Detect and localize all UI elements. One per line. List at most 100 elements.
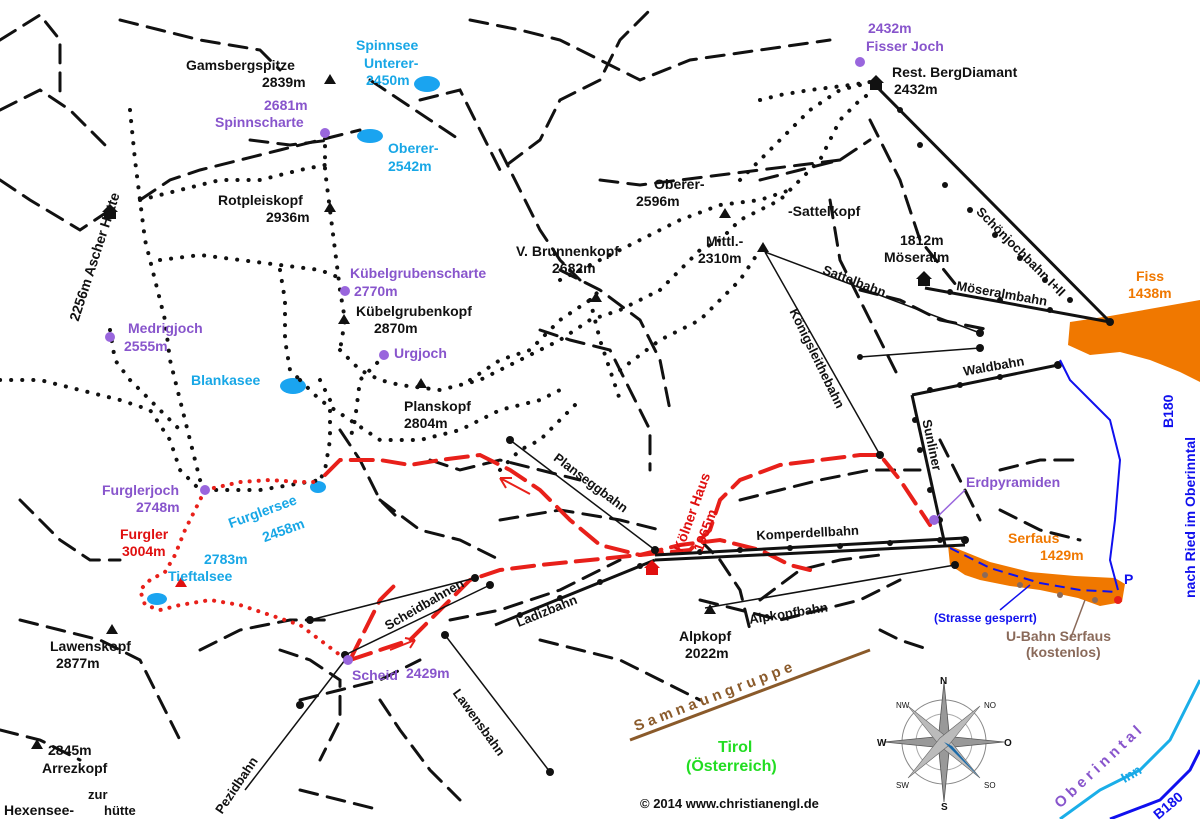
road-label-b180-vertical: B180 [1160,394,1176,428]
town-label-fiss: Fiss [1136,268,1165,284]
lake-elev-tieftalsee: 2783m [204,551,248,567]
waypoint-icon [343,655,353,665]
peak-elev-lawenskopf: 2877m [56,655,100,671]
dashed-trails [0,8,1082,812]
ubahn-note: (kostenlos) [1026,644,1101,660]
region-country: (Österreich) [686,758,777,775]
lake-label-oberer: Oberer- [388,140,439,156]
region-state: Tirol [718,739,753,756]
waypoint-icon [340,286,350,296]
compass-s: S [941,802,948,813]
peak-label-lawenskopf: Lawenskopf [50,638,131,654]
peak-icon [324,202,336,212]
label-hexensee: Hexensee- [4,802,75,818]
waypoint-elev-medrigjoch: 2555m [124,338,168,354]
peak-icon [719,208,731,218]
peak-elev-oberer-sattelkopf: 2596m [636,193,680,209]
lake-label-blankasee: Blankasee [191,372,261,388]
parking-label: P [1124,571,1134,587]
peak-icon [415,378,427,388]
lift-pylons [296,107,1114,776]
road-label-strasse-gesperrt: (Strasse gesperrt) [934,611,1037,625]
copyright-text: © 2014 www.christianengl.de [640,796,819,811]
peak-label-sattelkopf: -Sattelkopf [788,203,861,219]
samnaungruppe-line [629,648,871,742]
ubahn-label: U-Bahn Serfaus [1006,628,1112,644]
fiss-area [1068,300,1200,382]
town-elev-serfaus: 1429m [1040,547,1084,563]
peak-icon [590,292,602,302]
roads [949,359,1200,819]
peak-label-mittl-sattelkopf: Mittl.- [706,233,744,249]
peak-elev-arrezkopf: 2845m [48,742,92,758]
serfaus-area [948,545,1125,606]
hut-elev-bergdiamant: 2432m [894,81,938,97]
peak-elev-kuebelgrubenkopf: 2870m [374,320,418,336]
peak-elev-furgler: 3004m [122,543,166,559]
lake-tieftalsee [147,593,167,605]
lifts-thin [244,251,981,791]
lake-elev-unterer: 2450m [366,72,410,88]
waypoint-elev-fisser-joch: 2432m [868,20,912,36]
waypoint-elev-kuebelgrubenscharte: 2770m [354,283,398,299]
town-elev-fiss: 1438m [1128,285,1172,301]
label-zur: zur [88,787,108,802]
waypoint-icon [855,57,865,67]
peak-label-arrezkopf: Arrezkopf [42,760,108,776]
waypoint-elev-furglerjoch: 2748m [136,499,180,515]
hut-label-moeseralm: Möseralm [884,249,950,265]
compass-sw: SW [896,781,909,790]
route-arrows [389,477,531,651]
parking-icon [1114,596,1122,604]
peak-label-rotpleiskopf: Rotpleiskopf [218,192,303,208]
lake-label-spinnsee: Spinnsee [356,37,419,53]
peak-elev-alpkopf: 2022m [685,645,729,661]
hut-icon [868,75,884,90]
hut-label-bergdiamant: Rest. BergDiamant [892,64,1018,80]
waypoint-icon [320,128,330,138]
compass-icon [883,681,1005,803]
hut-icon [644,560,660,575]
compass-no: NO [984,701,996,710]
peak-icons [31,74,769,749]
lake-label-unterer: Unterer- [364,55,419,71]
hut-icon [916,271,932,286]
waypoint-icon [105,332,115,342]
lake-unterer-spinnsee [414,76,440,92]
peak-label-v-brunnenkopf: V. Brunnenkopf [516,243,619,259]
peak-elev-mittl-sattelkopf: 2310m [698,250,742,266]
peak-label-alpkopf: Alpkopf [679,628,732,644]
town-label-serfaus: Serfaus [1008,530,1060,546]
lake-elev-oberer: 2542m [388,158,432,174]
peak-elev-planskopf: 2804m [404,415,448,431]
peak-icon [106,624,118,634]
compass-nw: NW [896,701,910,710]
peak-icon [31,739,43,749]
peak-label-gamsbergspitze: Gamsbergspitze [186,57,295,73]
lake-furglersee [310,481,326,493]
peak-elev-v-brunnenkopf: 2682m [552,260,596,276]
lake-oberer-spinnsee [357,129,383,143]
road-label-nach-ried: nach Ried im Oberinntal [1182,436,1198,598]
peak-icon [757,242,769,252]
peak-label-kuebelgrubenkopf: Kübelgrubenkopf [356,303,472,319]
lake-label-tieftalsee: Tieftalsee [168,568,233,584]
hut-icon [102,204,118,219]
peak-icon [704,604,716,614]
waypoint-label-kuebelgrubenscharte: Kübelgrubenscharte [350,265,487,281]
waypoint-label-scheid: Scheid [352,667,398,683]
ubahn-line [982,572,1098,641]
peak-label-planskopf: Planskopf [404,398,471,414]
peak-icon [324,74,336,84]
peak-elev-rotpleiskopf: 2936m [266,209,310,225]
red-route [137,452,932,662]
hut-elev-moeseralm: 1812m [900,232,944,248]
waypoint-label-medrigjoch: Medrigjoch [128,320,203,336]
label-huette: hütte [104,803,136,818]
waypoint-label-furglerjoch: Furglerjoch [102,482,180,498]
dotted-trails [0,80,877,492]
waypoint-label-spinnscharte: Spinnscharte [215,114,304,130]
waypoint-icon [200,485,210,495]
compass-w: W [877,738,887,749]
